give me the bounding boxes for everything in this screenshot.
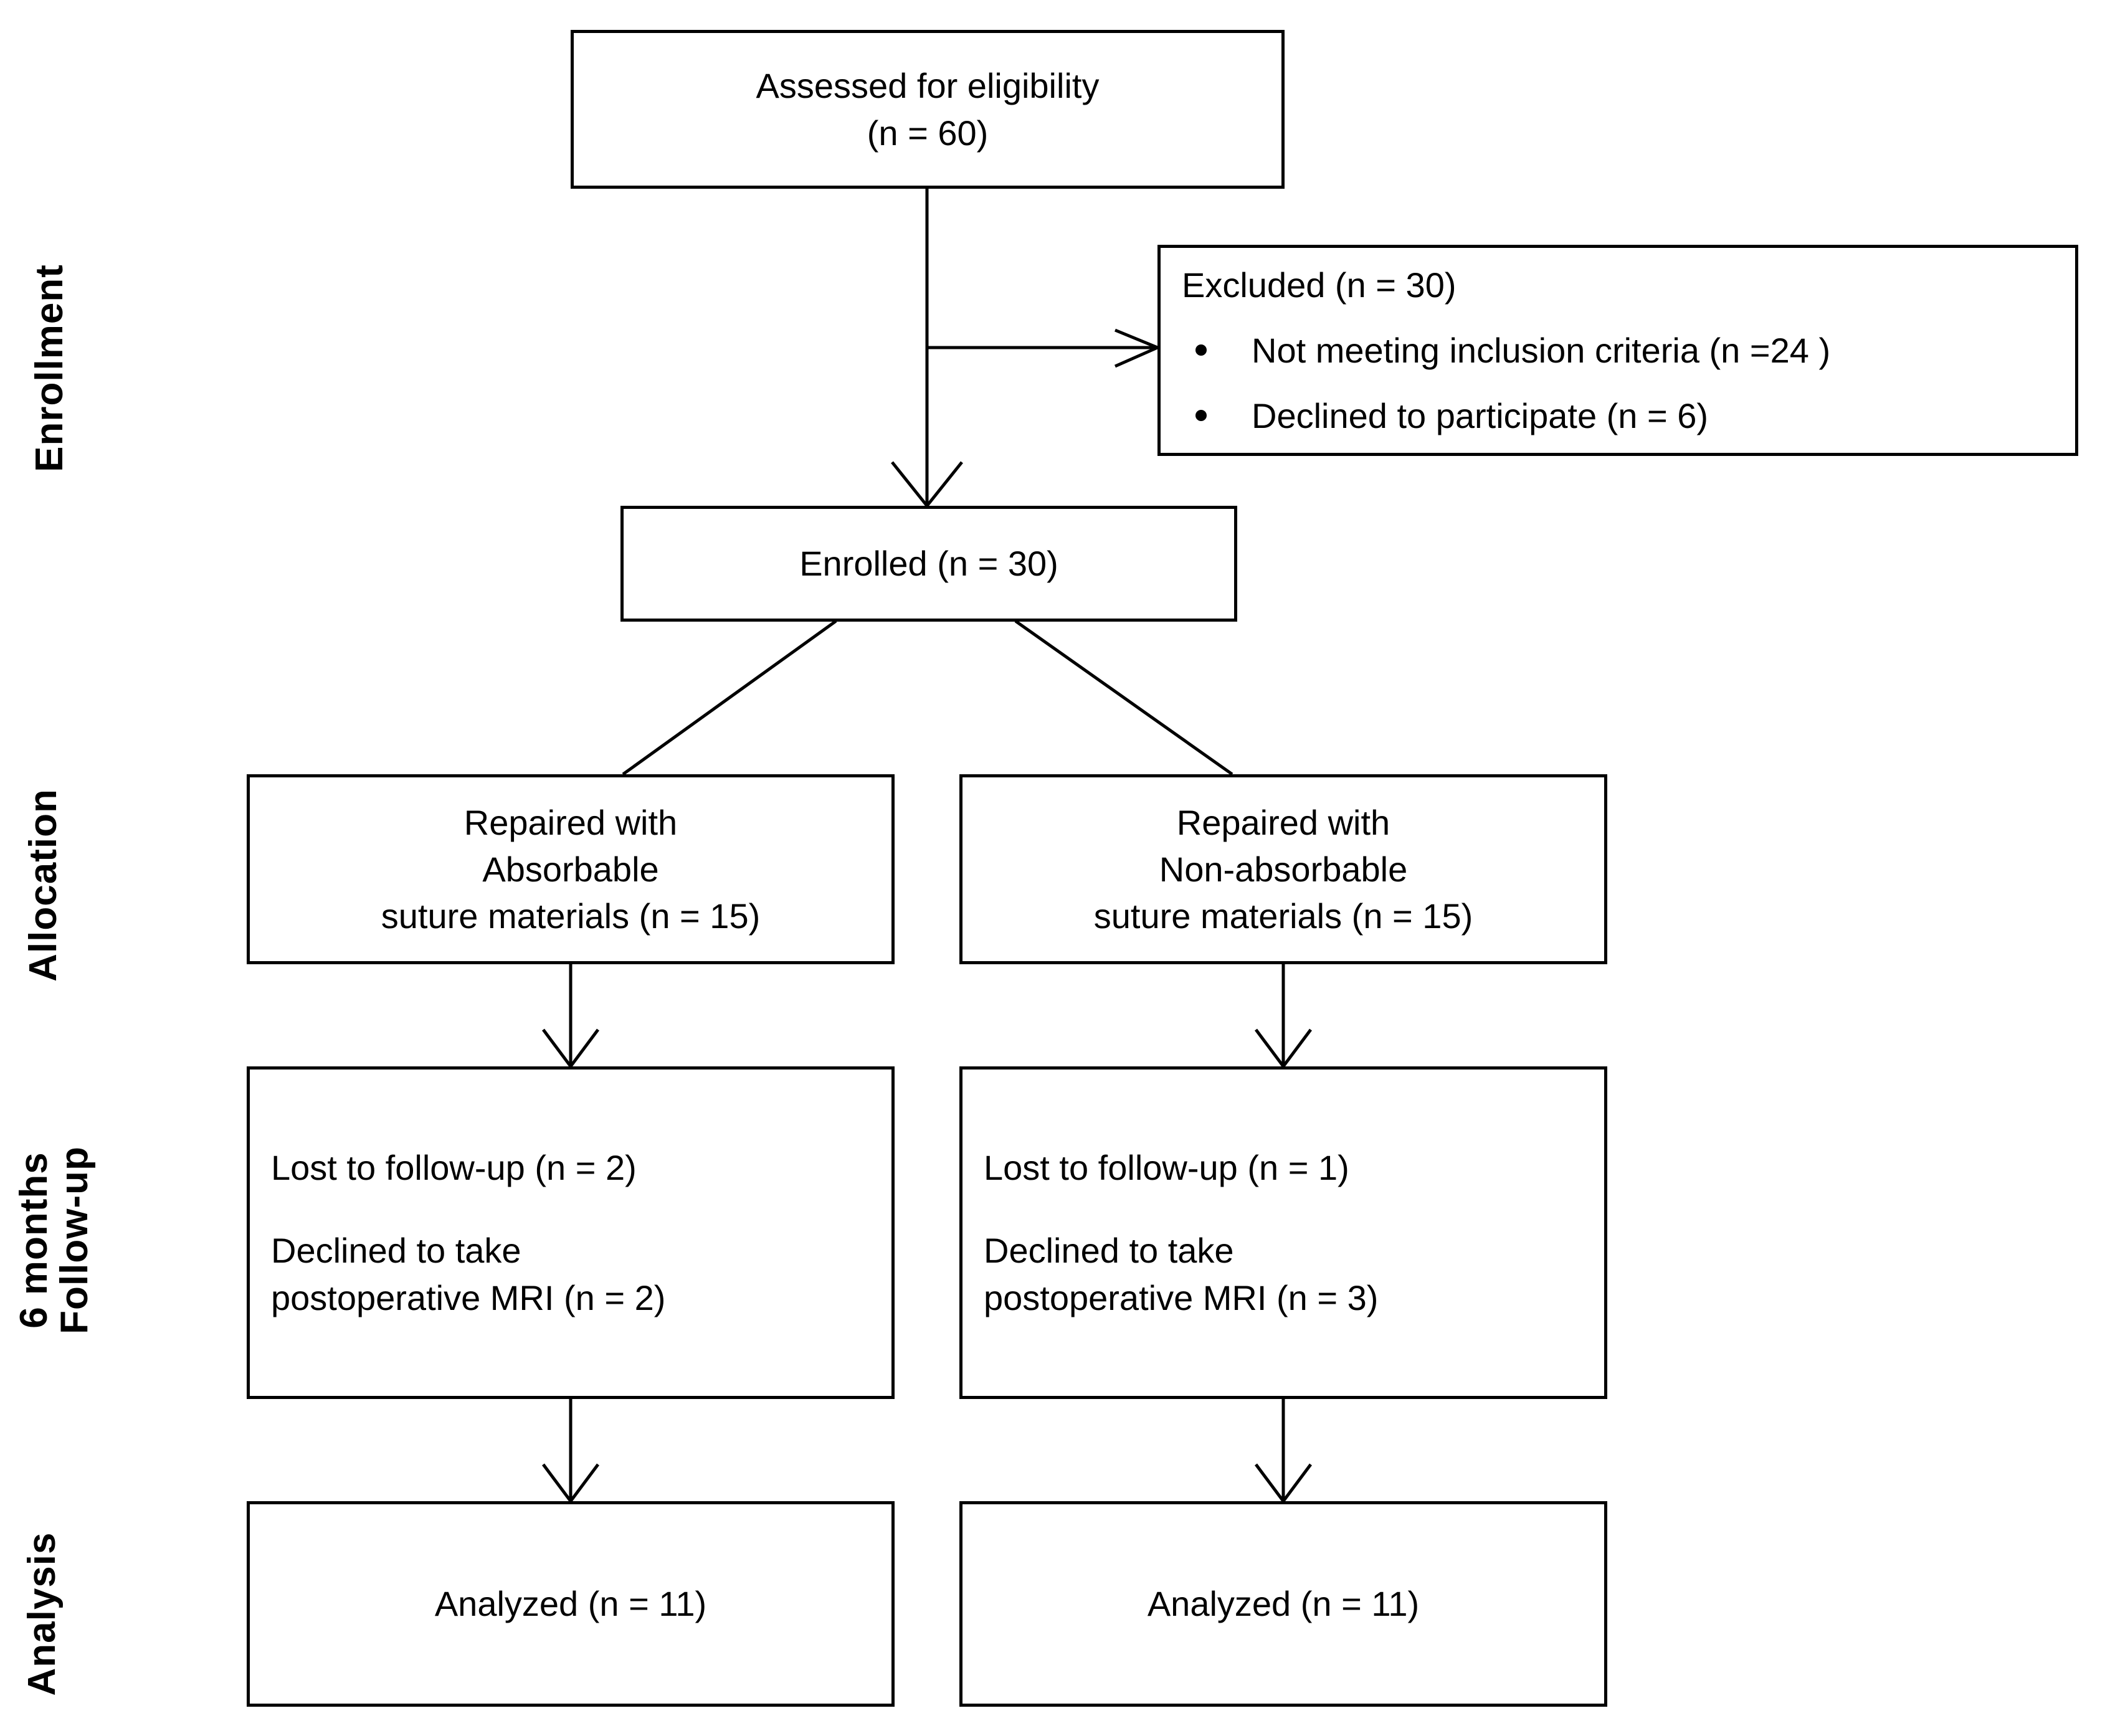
arrowhead-enrolled (891, 461, 963, 509)
node-alloc-left-line2: Absorbable (482, 849, 659, 889)
node-assessed-for-eligibility: Assessed for eligibility (n = 60) (571, 30, 1285, 189)
node-followup-left-line3: postoperative MRI (n = 2) (271, 1278, 666, 1317)
arrowhead-analysis-right (1254, 1463, 1313, 1504)
node-excluded-reason-2: Declined to participate (n = 6) (1252, 396, 1709, 436)
phase-label-followup: Follow-up (53, 1066, 96, 1415)
node-allocation-absorbable: Repaired with Absorbable suture material… (247, 774, 895, 964)
node-excluded-reason-list: Not meeting inclusion criteria (n =24 ) … (1161, 308, 1830, 439)
phase-label-followup-text: Follow-up (53, 1146, 96, 1334)
node-followup-right-line2: Declined to take (984, 1231, 1234, 1271)
node-excluded: Excluded (n = 30) Not meeting inclusion … (1157, 245, 2078, 456)
node-excluded-title: Excluded (n = 30) (1182, 265, 1457, 305)
node-alloc-right-line2: Non-absorbable (1159, 849, 1408, 889)
phase-label-allocation: Allocation (22, 711, 65, 1060)
list-item: Not meeting inclusion criteria (n =24 ) (1182, 327, 1830, 374)
phase-label-analysis-text: Analysis (21, 1532, 64, 1696)
connector-enrolled-to-alloc-left (622, 619, 837, 776)
node-enrolled: Enrolled (n = 30) (620, 506, 1237, 622)
arrowhead-analysis-left (541, 1463, 600, 1504)
node-alloc-left-line3: suture materials (n = 15) (381, 896, 761, 936)
node-followup-absorbable: Lost to follow-up (n = 2) Declined to ta… (247, 1066, 895, 1399)
node-followup-left-line2: Declined to take (271, 1231, 521, 1271)
node-assessed-line2: (n = 60) (867, 113, 989, 153)
phase-label-allocation-text: Allocation (22, 789, 65, 982)
node-allocation-non-absorbable: Repaired with Non-absorbable suture mate… (959, 774, 1607, 964)
node-analysis-absorbable: Analyzed (n = 11) (247, 1501, 895, 1707)
node-followup-non-absorbable: Lost to follow-up (n = 1) Declined to ta… (959, 1066, 1607, 1399)
phase-label-enrollment: Enrollment (28, 194, 71, 543)
node-enrolled-line1: Enrolled (n = 30) (799, 544, 1058, 584)
node-analysis-non-absorbable: Analyzed (n = 11) (959, 1501, 1607, 1707)
node-followup-right-line3: postoperative MRI (n = 3) (984, 1278, 1379, 1317)
node-excluded-reason-1: Not meeting inclusion criteria (n =24 ) (1252, 330, 1831, 370)
node-analysis-left-line1: Analyzed (n = 11) (434, 1584, 707, 1624)
node-analysis-right-line1: Analyzed (n = 11) (1147, 1584, 1420, 1624)
list-item: Declined to participate (n = 6) (1182, 392, 1830, 439)
phase-label-enrollment-text: Enrollment (28, 264, 71, 472)
node-followup-right-line1: Lost to follow-up (n = 1) (984, 1148, 1349, 1188)
arrowhead-excluded (1114, 328, 1162, 368)
connector-enrolled-to-alloc-right (1014, 619, 1233, 776)
node-alloc-right-line1: Repaired with (1176, 802, 1390, 842)
node-followup-left-line1: Lost to follow-up (n = 2) (271, 1148, 637, 1188)
node-alloc-right-line3: suture materials (n = 15) (1093, 896, 1473, 936)
arrowhead-followup-right (1254, 1028, 1313, 1070)
phase-label-followup-months: 6 months (12, 1066, 55, 1415)
node-assessed-line1: Assessed for eligibility (756, 66, 1100, 106)
node-alloc-left-line1: Repaired with (463, 802, 678, 842)
arrowhead-followup-left (541, 1028, 600, 1070)
phase-label-followup-months-text: 6 months (12, 1152, 55, 1329)
phase-label-analysis: Analysis (21, 1440, 64, 1736)
